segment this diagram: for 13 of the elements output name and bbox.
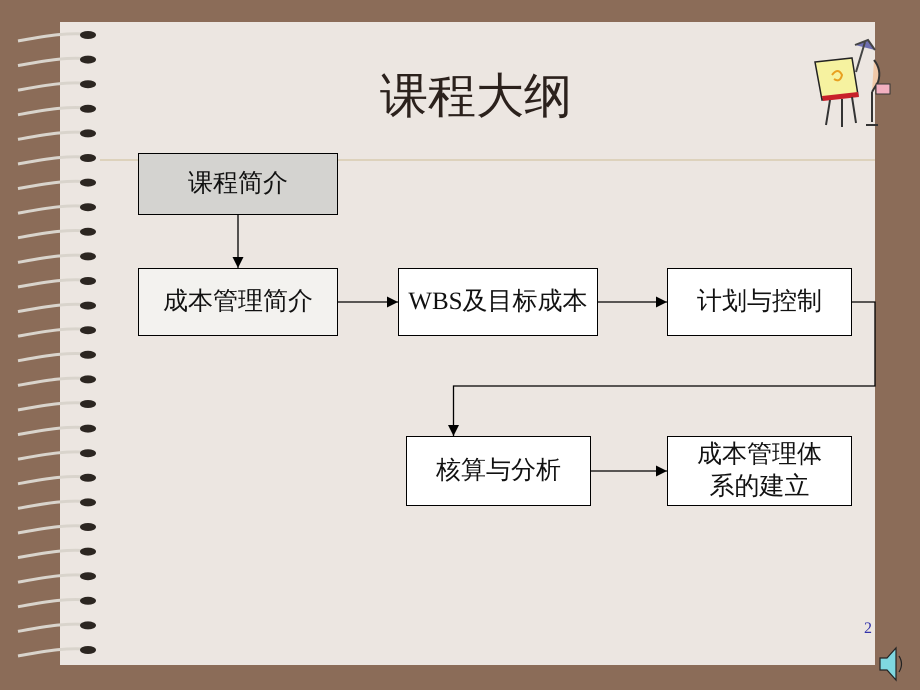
slide-title: 课程大纲 (380, 69, 572, 125)
arrow (232, 215, 244, 268)
process-box: WBS及目标成本 (398, 268, 598, 336)
arrow (338, 296, 398, 308)
course-intro-box: 课程简介 (138, 153, 338, 215)
page-number: 2 (864, 620, 872, 638)
process-box: 成本管理简介 (138, 268, 338, 336)
process-box: 成本管理体系的建立 (667, 436, 852, 506)
arrow (598, 296, 667, 308)
process-box: 核算与分析 (406, 436, 591, 506)
arrow (591, 466, 667, 476)
arrow (448, 301, 876, 436)
process-box: 计划与控制 (667, 268, 852, 336)
